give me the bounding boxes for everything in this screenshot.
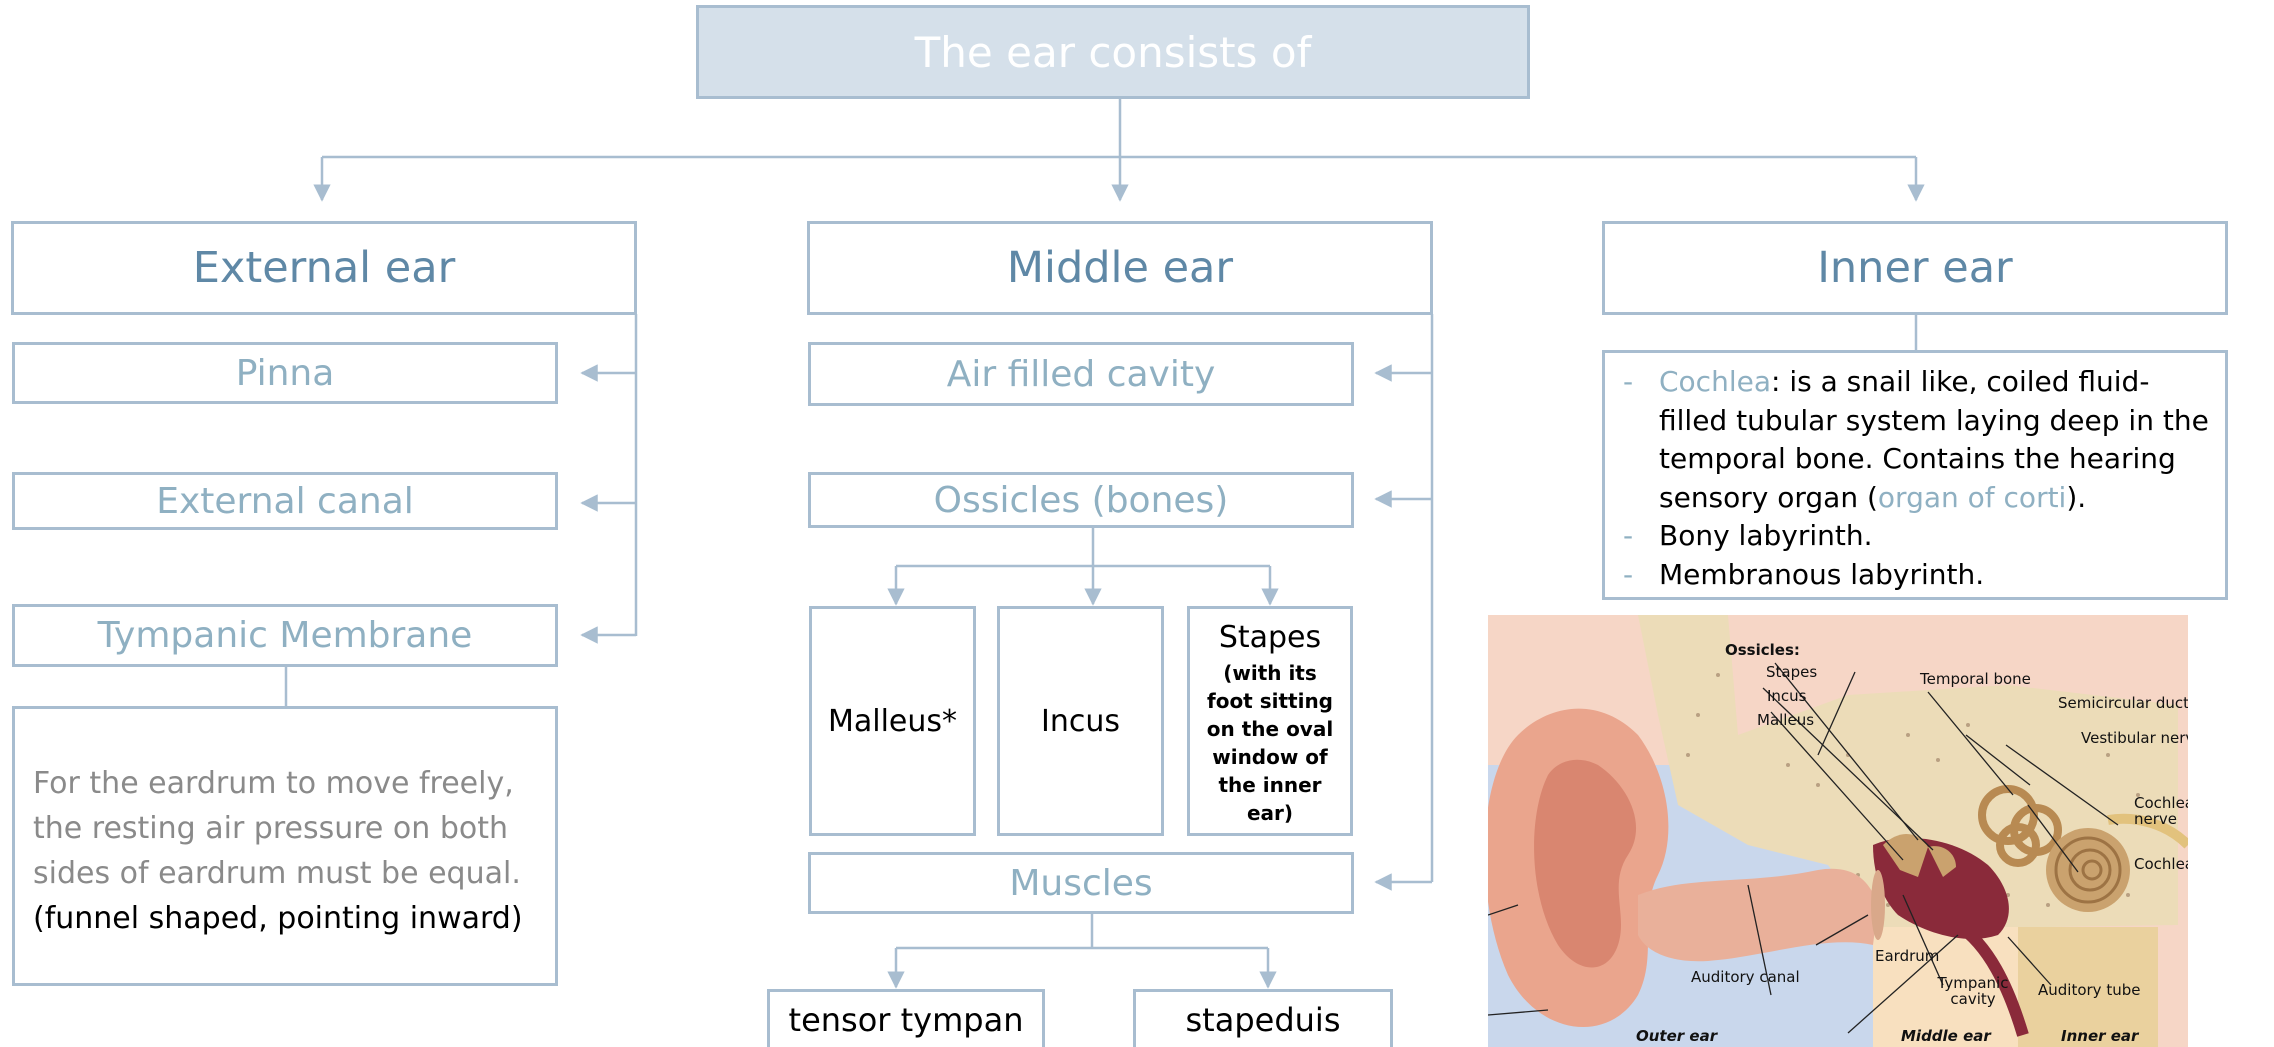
inner-item-cochlea: - Cochlea: is a snail like, coiled fluid… xyxy=(1623,363,2211,517)
ossicle-label: Stapes xyxy=(1190,619,1350,657)
external-item-canal: External canal xyxy=(12,472,558,530)
ossicle-label: Incus xyxy=(1041,704,1120,739)
eardrum-note-black: (funnel shaped, pointing inward) xyxy=(33,896,541,941)
stapes-note: (with its foot sitting on the oval windo… xyxy=(1190,657,1350,827)
middle-item-muscles: Muscles xyxy=(808,852,1354,914)
middle-ear-title: Middle ear xyxy=(1007,243,1233,293)
eardrum-note-grey: For the eardrum to move freely, the rest… xyxy=(33,761,541,896)
ossicle-stapes: Stapes (with its foot sitting on the ova… xyxy=(1187,606,1353,836)
bullet-dash: - xyxy=(1623,517,1633,556)
middle-item-label: Muscles xyxy=(1009,863,1152,904)
external-item-tympanic-membrane: Tympanic Membrane xyxy=(12,604,558,667)
external-ear-header: External ear xyxy=(11,221,637,315)
label-malleus: Malleus xyxy=(1757,711,1814,729)
external-item-pinna: Pinna xyxy=(12,342,558,404)
inner-item-membranous: - Membranous labyrinth. xyxy=(1623,556,2211,595)
muscle-stapedius: stapeduis xyxy=(1133,989,1393,1047)
ossicle-malleus: Malleus* xyxy=(809,606,976,836)
inner-ear-details: - Cochlea: is a snail like, coiled fluid… xyxy=(1602,350,2228,600)
root-title: The ear consists of xyxy=(915,28,1312,77)
inner-item-bony: - Bony labyrinth. xyxy=(1623,517,2211,556)
muscle-label: tensor tympan xyxy=(789,1001,1024,1039)
label-middle-ear: Middle ear xyxy=(1901,1027,1991,1045)
middle-ear-header: Middle ear xyxy=(807,221,1433,315)
eardrum-note-box: For the eardrum to move freely, the rest… xyxy=(12,706,558,986)
muscle-tensor-tympani: tensor tympan xyxy=(767,989,1045,1047)
ossicle-label: Malleus* xyxy=(828,704,957,739)
root-title-box: The ear consists of xyxy=(696,5,1530,99)
middle-item-label: Ossicles (bones) xyxy=(934,480,1229,521)
ear-anatomy-illustration: Ossicles: Stapes Incus Malleus Temporal … xyxy=(1488,615,2188,1047)
label-incus: Incus xyxy=(1767,687,1807,705)
label-vestibular-nerve: Vestibular nerve xyxy=(2081,729,2188,747)
muscle-label: stapeduis xyxy=(1186,1001,1341,1039)
label-eardrum: Eardrum xyxy=(1875,947,1939,965)
inner-ear-header: Inner ear xyxy=(1602,221,2228,315)
label-cochlear-nerve: Cochlear nerve xyxy=(2134,795,2188,827)
external-item-label: External canal xyxy=(156,481,414,522)
cochlea-term: Cochlea xyxy=(1659,365,1771,398)
ossicle-incus: Incus xyxy=(997,606,1164,836)
label-temporal-bone: Temporal bone xyxy=(1920,670,2031,688)
label-stapes: Stapes xyxy=(1766,663,1817,681)
label-cochlea: Cochlea xyxy=(2134,855,2188,873)
label-outer-ear: Outer ear xyxy=(1636,1027,1717,1045)
label-tympanic-cavity: Tympanic cavity xyxy=(1933,975,2013,1007)
inner-ear-title: Inner ear xyxy=(1817,243,2012,293)
bullet-dash: - xyxy=(1623,556,1633,595)
middle-item-label: Air filled cavity xyxy=(947,354,1216,395)
inner-item-label: Membranous labyrinth. xyxy=(1659,558,1984,591)
cochlea-end: ). xyxy=(2066,481,2086,514)
external-item-label: Tympanic Membrane xyxy=(98,615,473,656)
external-item-label: Pinna xyxy=(236,353,335,394)
middle-item-air-cavity: Air filled cavity xyxy=(808,342,1354,406)
label-auditory-tube: Auditory tube xyxy=(2038,981,2140,999)
corti-term: organ of corti xyxy=(1878,481,2066,514)
external-ear-title: External ear xyxy=(193,243,456,293)
label-inner-ear: Inner ear xyxy=(2061,1027,2138,1045)
label-auditory-canal: Auditory canal xyxy=(1691,968,1800,986)
label-semicircular-ducts: Semicircular ducts xyxy=(2058,694,2188,712)
bullet-dash: - xyxy=(1623,363,1633,402)
label-ossicles: Ossicles: xyxy=(1725,641,1800,659)
inner-item-label: Bony labyrinth. xyxy=(1659,519,1873,552)
middle-item-ossicles: Ossicles (bones) xyxy=(808,472,1354,528)
